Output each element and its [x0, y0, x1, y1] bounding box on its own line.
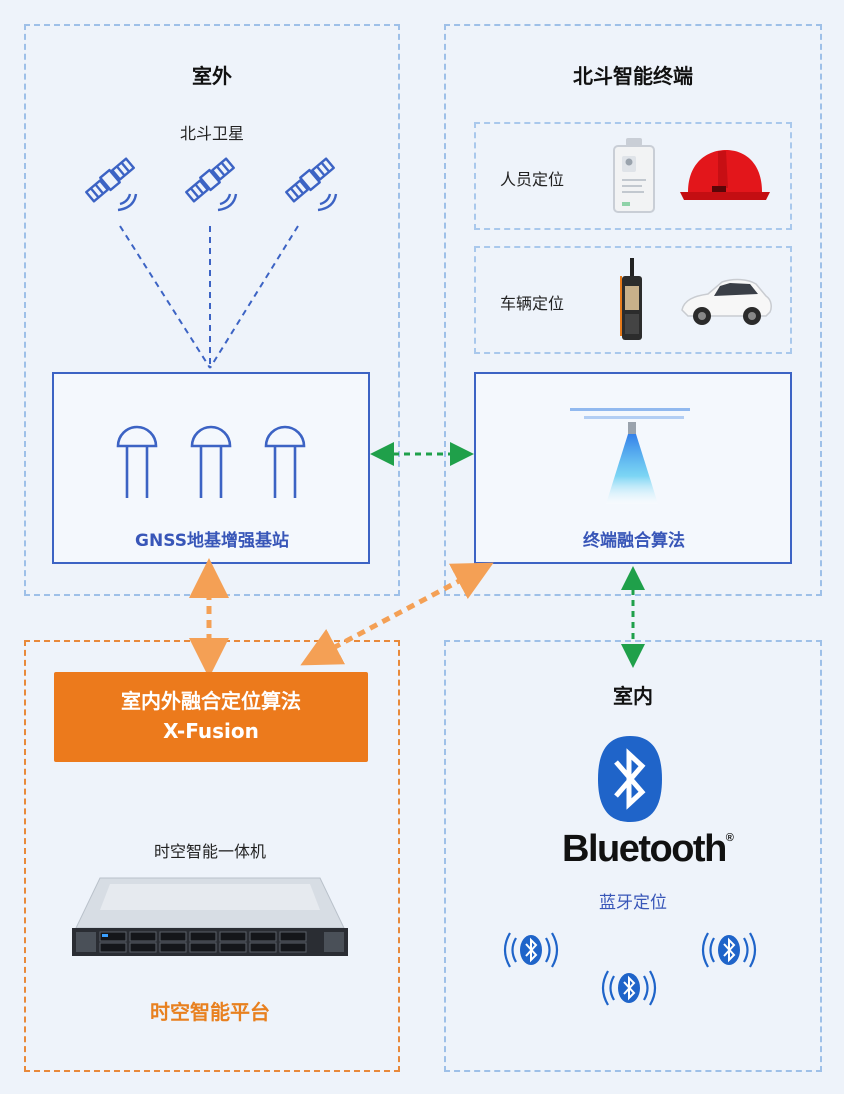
antenna-icon — [264, 425, 306, 498]
satellite-label: 北斗卫星 — [179, 124, 244, 143]
indoor-title: 室内 — [613, 684, 653, 708]
machine-label: 时空智能一体机 — [153, 842, 266, 861]
antenna-icon — [116, 425, 158, 498]
bluetooth-positioning-label: 蓝牙定位 — [599, 893, 667, 913]
car-icon — [681, 278, 772, 325]
xfusion-algorithm-box: 室内外融合定位算法 X-Fusion — [54, 672, 368, 762]
xfusion-line2: X-Fusion — [163, 719, 259, 743]
bluetooth-beacon-icon — [701, 932, 757, 968]
fusion-beam-icon — [570, 408, 690, 504]
personnel-label: 人员定位 — [500, 170, 565, 189]
xfusion-line1: 室内外融合定位算法 — [121, 689, 301, 713]
server-icon — [72, 877, 348, 956]
badge-icon — [613, 138, 655, 213]
terminal-title: 北斗智能终端 — [573, 64, 693, 88]
satellite-icon — [85, 157, 138, 212]
bluetooth-logo-icon — [598, 736, 662, 822]
helmet-icon — [680, 150, 770, 200]
bluetooth-beacon-icon — [601, 970, 657, 1006]
antenna-icon — [190, 425, 232, 498]
satellite-icon — [285, 157, 338, 212]
vehicle-subpanel — [474, 246, 792, 354]
platform-label: 时空智能平台 — [150, 1000, 270, 1024]
terminal-algorithm-label: 终端融合算法 — [583, 531, 685, 551]
gnss-station-label: GNSS地基增强基站 — [135, 531, 289, 551]
bluetooth-beacon-icon — [503, 932, 559, 968]
personnel-subpanel — [474, 122, 792, 230]
satellite-icon — [185, 157, 238, 212]
orange-diagonal-arrow — [300, 562, 494, 666]
radio-terminal-icon — [620, 258, 642, 340]
bluetooth-word: Bluetooth — [562, 828, 727, 870]
vehicle-label: 车辆定位 — [500, 294, 565, 313]
bluetooth-wordmark: Bluetooth® — [562, 828, 734, 871]
registered-mark: ® — [725, 832, 734, 844]
outdoor-title: 室外 — [192, 64, 232, 88]
